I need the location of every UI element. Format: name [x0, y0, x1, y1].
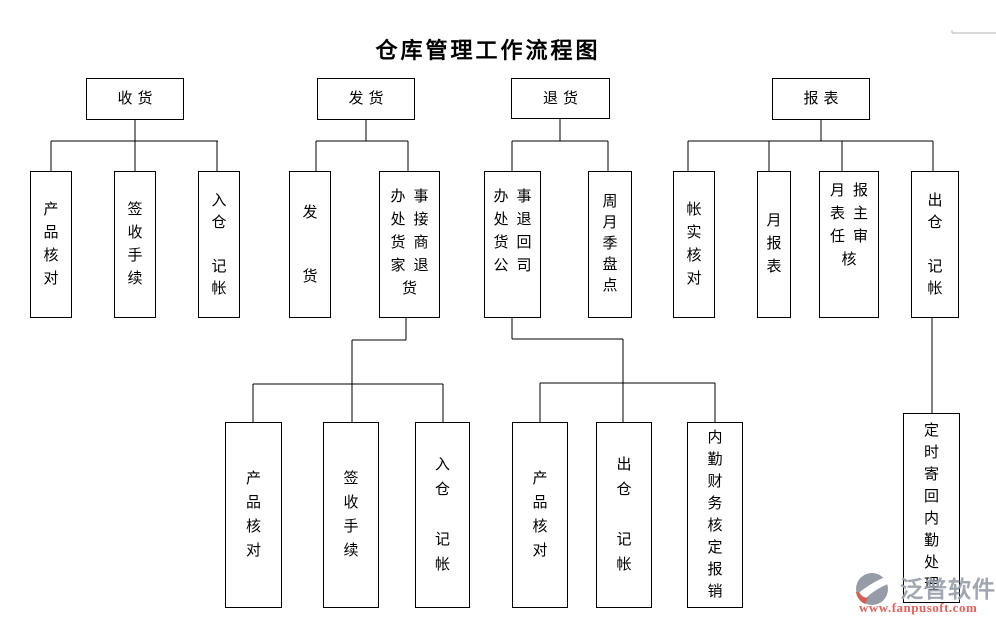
node-backoffice-finance-reimbursement: 内 勤 财 务 核 定 报 销 — [687, 422, 743, 608]
node-outbound-bookkeeping-2: 出 仓 记 帐 — [596, 422, 652, 608]
node-outbound-bookkeeping-1: 出 仓 记 帐 — [911, 171, 959, 318]
node-returns: 退货 — [511, 78, 610, 119]
node-monthly-report: 月 报 表 — [757, 171, 791, 318]
node-report-director-review: 月报 表主 任审 核 — [819, 171, 879, 318]
node-periodic-stocktake: 周 月 季 盘 点 — [588, 171, 632, 318]
node-reports: 报表 — [772, 78, 870, 120]
node-shipping: 发货 — [317, 78, 415, 120]
node-sign-procedure-1: 签 收 手 续 — [114, 171, 156, 318]
node-office-pickup-merchant-return: 办事 处接 货商 家退 货 — [379, 171, 440, 318]
watermark-url: www.fanpusoft.com — [859, 600, 978, 615]
node-receiving: 收货 — [86, 78, 184, 120]
node-account-reconciliation: 帐 实 核 对 — [673, 171, 715, 318]
node-inbound-bookkeeping-1: 入 仓 记 帐 — [198, 171, 240, 318]
watermark-brand: 泛普软件 — [900, 577, 996, 602]
node-product-check-1: 产 品 核 对 — [30, 171, 72, 318]
node-inbound-bookkeeping-2: 入 仓 记 帐 — [415, 422, 470, 608]
node-ship-goods: 发 货 — [289, 171, 331, 318]
node-product-check-3: 产 品 核 对 — [512, 422, 568, 608]
page-title: 仓库管理工作流程图 — [375, 38, 601, 63]
node-scheduled-return-to-backoffice: 定 时 寄 回 内 勤 处 理 — [903, 413, 960, 603]
node-product-check-2: 产 品 核 对 — [225, 422, 282, 608]
watermark: 泛普软件 www.fanpusoft.com — [852, 569, 996, 617]
node-sign-procedure-2: 签 收 手 续 — [323, 422, 379, 608]
node-office-return-to-company: 办事 处退 货回 公司 — [484, 171, 541, 318]
fanpu-logo-icon — [854, 573, 893, 605]
